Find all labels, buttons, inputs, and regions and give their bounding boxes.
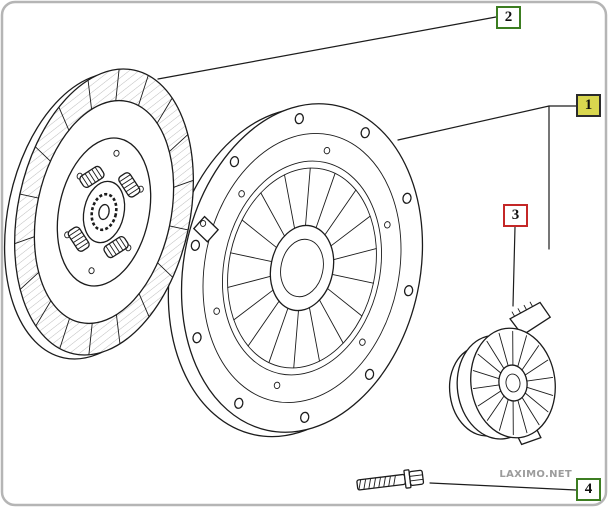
clutch-disc: [3, 68, 195, 360]
damper-spring: [118, 172, 141, 198]
bolt: [356, 469, 425, 491]
watermark: LAXIMO.NET: [499, 469, 572, 480]
leader-3: [512, 226, 516, 307]
leader-2: [157, 16, 497, 80]
damper-spring: [67, 226, 90, 252]
damper-spring: [79, 165, 105, 189]
callout-2[interactable]: 2: [496, 6, 521, 29]
release-bearing: [448, 301, 556, 446]
damper-spring: [103, 235, 129, 259]
callout-1[interactable]: 1: [576, 94, 601, 117]
leader-4: [429, 482, 577, 491]
callout-4[interactable]: 4: [576, 478, 601, 501]
callout-3[interactable]: 3: [503, 204, 528, 227]
spline-hub: [90, 192, 118, 232]
leader-lines: [157, 16, 577, 491]
strap-tab: [192, 215, 220, 243]
pressure-plate: [167, 103, 424, 438]
